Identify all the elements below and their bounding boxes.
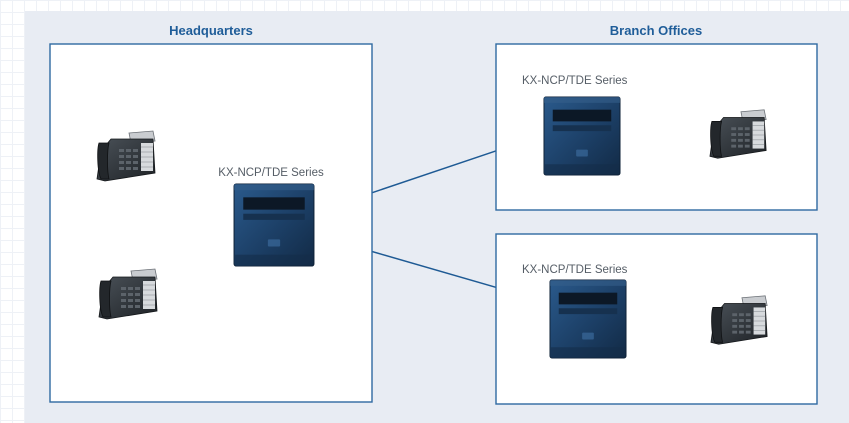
diagram-canvas: Headquarters Branch Offices KX-NCP/TDE S… [25, 11, 849, 423]
network-diagram: Headquarters Branch Offices KX-NCP/TDE S… [25, 11, 849, 423]
branch1-pbx-unit-icon [543, 96, 621, 176]
branch-office-2-zone [495, 233, 818, 405]
headquarters-zone [49, 43, 373, 403]
hq-pbx-label: KX-NCP/TDE Series [218, 167, 324, 179]
hq-pbx-unit-icon [233, 183, 315, 267]
headquarters-title: Headquarters [169, 23, 253, 38]
branch-offices-title: Branch Offices [610, 23, 702, 38]
branch2-pbx-unit-icon [549, 279, 627, 359]
branch2-pbx-label: KX-NCP/TDE Series [522, 264, 628, 276]
branch1-pbx-label: KX-NCP/TDE Series [522, 75, 628, 87]
